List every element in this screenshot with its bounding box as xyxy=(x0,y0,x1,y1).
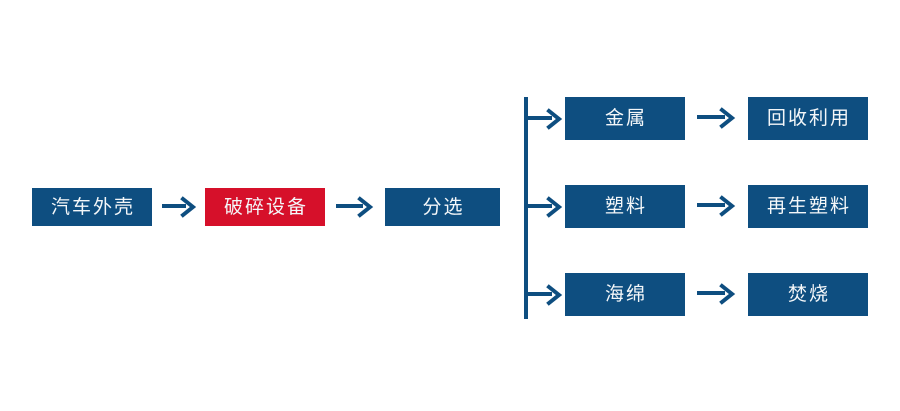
node-sponge[interactable]: 海绵 xyxy=(565,273,685,316)
node-label: 汽车外壳 xyxy=(50,196,135,218)
node-label: 破碎设备 xyxy=(223,196,308,218)
node-label: 焚烧 xyxy=(787,284,830,305)
node-label: 再生塑料 xyxy=(766,196,851,217)
node-incineration[interactable]: 焚烧 xyxy=(748,273,868,316)
node-label: 塑料 xyxy=(604,196,647,217)
arrow-right-icon-plastic-to-regenerated xyxy=(697,195,737,217)
node-label: 回收利用 xyxy=(766,108,851,129)
arrow-right-icon-shell-to-crusher xyxy=(162,196,196,218)
node-shell[interactable]: 汽车外壳 xyxy=(32,188,152,226)
node-sorting[interactable]: 分选 xyxy=(385,188,500,226)
node-label: 分选 xyxy=(422,196,465,218)
node-crusher[interactable]: 破碎设备 xyxy=(205,188,325,226)
node-label: 金属 xyxy=(604,108,647,129)
node-regenerated-plastic[interactable]: 再生塑料 xyxy=(748,185,868,228)
arrow-right-icon-metal-to-recycle xyxy=(697,107,737,129)
arrow-right-icon-crusher-to-sorting xyxy=(336,196,374,218)
node-recycle[interactable]: 回收利用 xyxy=(748,97,868,140)
node-plastic[interactable]: 塑料 xyxy=(565,185,685,228)
branch-bus-sorting-split xyxy=(522,95,568,321)
arrow-right-icon-sponge-to-incineration xyxy=(697,283,737,305)
node-label: 海绵 xyxy=(604,284,647,305)
node-metal[interactable]: 金属 xyxy=(565,97,685,140)
